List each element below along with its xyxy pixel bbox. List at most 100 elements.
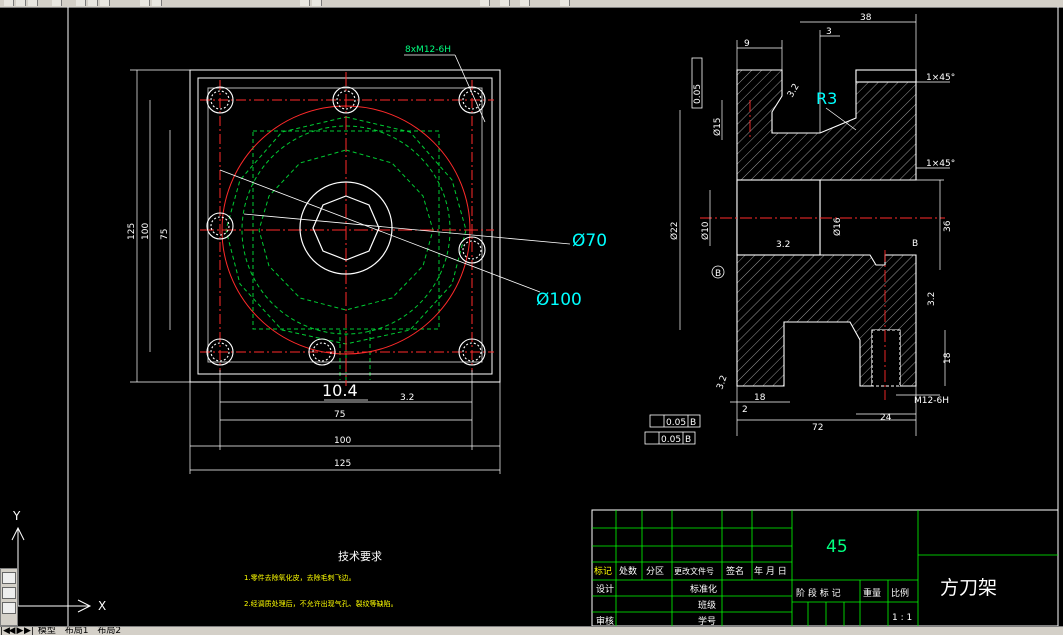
pan-icon[interactable] (300, 0, 310, 6)
left-toolbar (0, 568, 18, 626)
r-grade: 班级 (698, 599, 716, 611)
dim-18: 18 (943, 352, 953, 364)
first-tab-button[interactable]: |◀ (0, 626, 10, 635)
dim-75: 75 (334, 410, 345, 420)
fcf-boxes (644, 57, 725, 445)
dim-phi-small: Ø10 (700, 221, 711, 240)
open-icon[interactable] (16, 0, 26, 6)
bolt-hole (458, 236, 486, 264)
bolt-hole (206, 212, 234, 240)
dim-phi-big: Ø22 (669, 221, 680, 240)
h-sign: 签名 (726, 565, 744, 577)
datum-b: B (715, 269, 721, 279)
c-weight: 重量 (863, 587, 881, 599)
tab-layout2[interactable]: 布局2 (97, 626, 122, 635)
r-std: 标准化 (690, 583, 717, 595)
leaders (219, 54, 571, 293)
section-body (736, 69, 917, 387)
notes-heading: 技术要求 (338, 550, 382, 563)
zoom-icon[interactable] (312, 0, 322, 6)
palette-icon[interactable] (2, 572, 16, 584)
bolt-hole (308, 338, 336, 366)
cut-icon[interactable] (76, 0, 86, 6)
dim-r3: R3 (816, 89, 837, 108)
h-zone: 分区 (646, 566, 664, 577)
h-mark: 标记 (594, 565, 612, 577)
layer-icon[interactable] (2, 587, 16, 599)
bolt-hole (332, 86, 360, 114)
tab-model[interactable]: 模型 (37, 626, 56, 635)
vdim-125: 125 (127, 223, 137, 240)
dim-3: 3 (826, 27, 832, 37)
tab-layout1[interactable]: 布局1 (64, 626, 89, 635)
tool-palette-icon[interactable] (520, 0, 530, 6)
h-docno: 更改文件号 (674, 566, 714, 576)
c-stage: 阶 段 标 记 (796, 587, 841, 599)
chamfer-top: 1×45° (926, 73, 955, 83)
drawing-canvas[interactable]: 8xM12-6H Ø70 Ø100 10.4 75 100 125 125 10… (0, 7, 1063, 626)
chamfer-mid: 1×45° (926, 159, 955, 169)
fcf2-ref: B (685, 435, 691, 445)
c-scale: 比例 (891, 587, 909, 599)
dim-10-4: 10.4 (322, 381, 358, 400)
copy-icon[interactable] (88, 0, 98, 6)
fcf1-value: 0.05 (666, 418, 686, 428)
notes-line-1: 1.零件去除氧化皮，去除毛刺飞边。 (244, 573, 356, 582)
dim-phi70: Ø70 (572, 231, 607, 251)
r-seq: 学号 (698, 615, 716, 626)
material: 45 (826, 537, 848, 557)
flatness-tol: 0.05 (693, 84, 703, 104)
thread-m12: M12-6H (914, 396, 949, 406)
vdim-75: 75 (160, 229, 170, 240)
dimension-lines (130, 69, 501, 474)
dim-36: 36 (943, 220, 953, 232)
layout-tabs: |◀◀▶▶| 模型 布局1 布局2 (0, 626, 1063, 635)
dim-72: 72 (812, 423, 823, 433)
dim-18b: 18 (754, 393, 766, 403)
bolt-holes (206, 86, 486, 366)
bolt-hole (458, 338, 486, 366)
dim-100: 100 (334, 436, 351, 446)
print-icon[interactable] (52, 0, 62, 6)
window-icon[interactable] (2, 602, 16, 614)
redo-icon[interactable] (152, 0, 162, 6)
new-icon[interactable] (4, 0, 14, 6)
toolbar (0, 0, 1063, 8)
fcf1-ref: B (690, 418, 696, 428)
design-center-icon[interactable] (500, 0, 510, 6)
undo-icon[interactable] (140, 0, 150, 6)
dim-24: 24 (880, 413, 892, 423)
last-tab-button[interactable]: ▶| (24, 626, 34, 635)
help-icon[interactable] (560, 0, 570, 6)
r-review: 审核 (596, 615, 614, 626)
bolt-hole (458, 86, 486, 114)
ucs-y-label: Y (12, 509, 21, 523)
bolt-hole (206, 338, 234, 366)
ucs-x-label: X (98, 599, 106, 613)
scale-value: 1 : 1 (892, 613, 912, 623)
top-view: 8xM12-6H Ø70 Ø100 10.4 75 100 125 125 10… (127, 45, 607, 474)
section-dimension-lines (679, 14, 950, 436)
dim-phi15: Ø15 (712, 117, 723, 136)
dim-phi100: Ø100 (536, 290, 582, 310)
prev-tab-button[interactable]: ◀ (8, 626, 16, 635)
next-tab-button[interactable]: ▶ (16, 626, 24, 635)
h-date: 年 月 日 (754, 565, 787, 577)
roughness-d: 3.2 (715, 374, 729, 391)
properties-icon[interactable] (480, 0, 490, 6)
title-block: 45 方刀架 标记 处数 分区 更改文件号 签名 年 月 日 设计 标准化 班级… (591, 509, 1059, 626)
ref-b: B (912, 239, 918, 249)
save-icon[interactable] (28, 0, 38, 6)
roughness-a: 3.2 (786, 82, 802, 99)
part-name: 方刀架 (940, 577, 997, 599)
roughness-b: 3.2 (776, 240, 790, 250)
paste-icon[interactable] (100, 0, 110, 6)
section-center-lines (700, 100, 945, 400)
notes-line-2: 2.经调质处理后，不允许出现气孔、裂纹等缺陷。 (244, 599, 398, 608)
r-design: 设计 (596, 583, 614, 595)
dim-9: 9 (744, 39, 750, 49)
center-lines (200, 72, 494, 386)
h-count: 处数 (619, 565, 637, 577)
roughness-top: 3.2 (400, 393, 414, 403)
dimension-texts: 8xM12-6H Ø70 Ø100 10.4 75 100 125 125 10… (127, 45, 607, 469)
